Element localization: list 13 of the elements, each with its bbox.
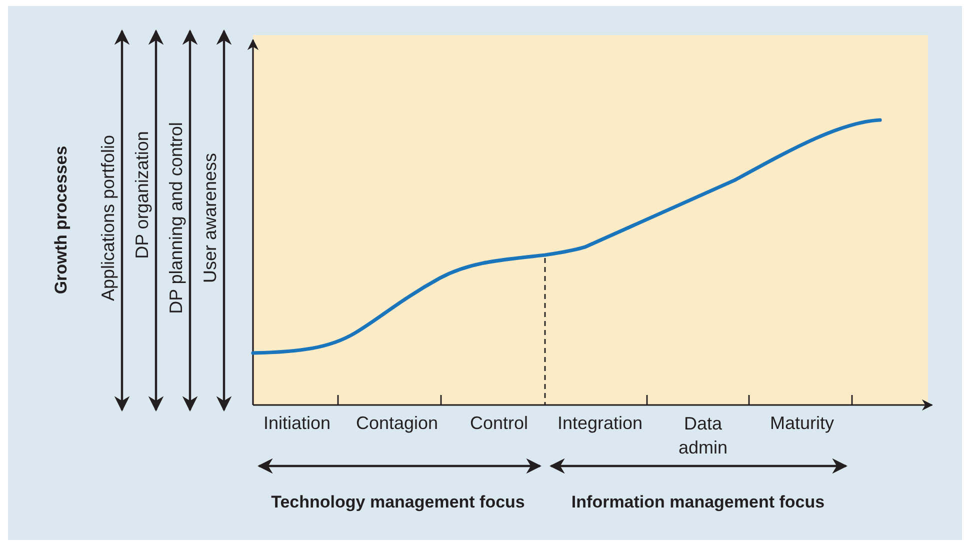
stage-label: Contagion — [356, 412, 438, 435]
stage-label: Data admin — [677, 412, 729, 460]
stage-label: Initiation — [263, 412, 331, 435]
stage-label: Maturity — [770, 412, 834, 435]
process-label: User awareness — [198, 152, 221, 284]
stage-label: Control — [470, 412, 528, 435]
axis-title: Growth processes — [50, 146, 72, 294]
focus-label: Technology management focus — [270, 492, 526, 514]
process-label: DP organization — [130, 131, 153, 259]
process-label: DP planning and control — [164, 122, 187, 314]
focus-label: Information management focus — [570, 492, 826, 514]
stage-label: Integration — [557, 412, 643, 435]
process-label: Applications portfolio — [96, 134, 119, 302]
